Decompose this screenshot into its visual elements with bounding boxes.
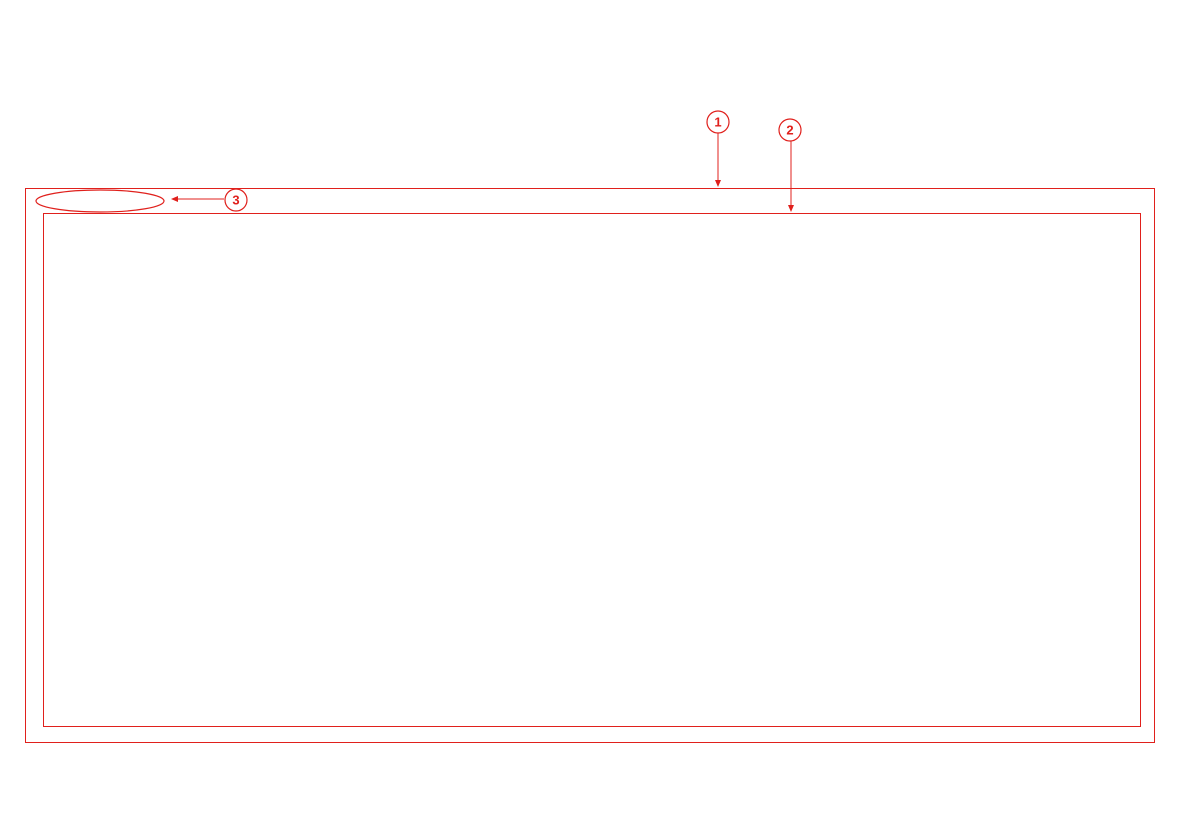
callout-3: 3 [171, 188, 248, 212]
outer-frame [25, 188, 1155, 743]
callout-2-label: 2 [786, 123, 793, 138]
inner-frame [43, 213, 1141, 727]
callout-1: 1 [706, 110, 730, 187]
callout-2: 2 [778, 118, 802, 212]
label-ellipse [35, 189, 165, 213]
callout-1-label: 1 [714, 115, 721, 130]
callout-3-circle [224, 188, 248, 212]
callout-3-label: 3 [232, 193, 239, 208]
callout-2-circle [778, 118, 802, 142]
